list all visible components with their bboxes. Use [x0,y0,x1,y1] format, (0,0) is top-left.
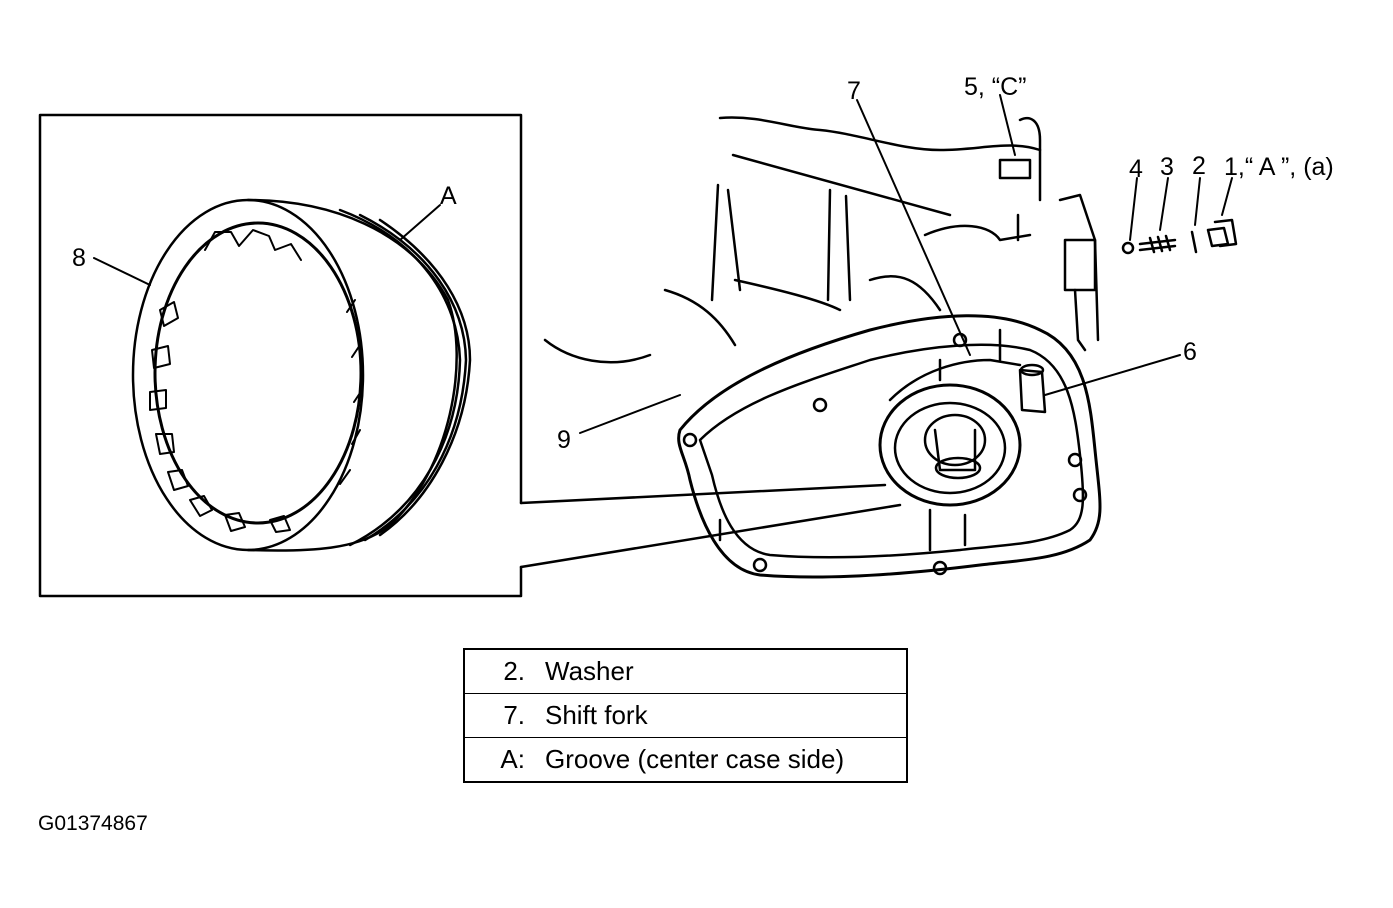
leader-lines [93,94,1233,434]
figure-id: G01374867 [38,812,148,835]
callout-7: 7 [847,77,861,105]
inset-pointer-upper [519,483,887,505]
legend-key: 7. [463,693,539,738]
callout-9: 9 [557,426,571,454]
callout-6: 6 [1183,338,1197,366]
transmission-case-drawing [543,116,1238,579]
legend-row: 2. Washer [463,648,908,694]
legend-desc: Washer [539,648,908,694]
callout-3: 3 [1160,153,1174,181]
legend-row: 7. Shift fork [463,693,908,738]
legend-key: 2. [463,648,539,694]
legend-table: 2. Washer 7. Shift fork A: Groove (cente… [463,648,908,783]
legend-desc: Shift fork [539,693,908,738]
callout-8: 8 [72,244,86,272]
sleeve-drawing [131,198,472,552]
callout-2: 2 [1192,152,1206,180]
callout-a: A [440,182,457,210]
callout-4: 4 [1129,155,1143,183]
legend-row: A: Groove (center case side) [463,737,908,783]
legend-key: A: [463,737,539,783]
callout-5: 5, “C” [964,73,1027,101]
callout-1: 1,“ A ”, (a) [1224,153,1334,181]
legend-desc: Groove (center case side) [539,737,908,783]
inset-frame [38,113,523,598]
